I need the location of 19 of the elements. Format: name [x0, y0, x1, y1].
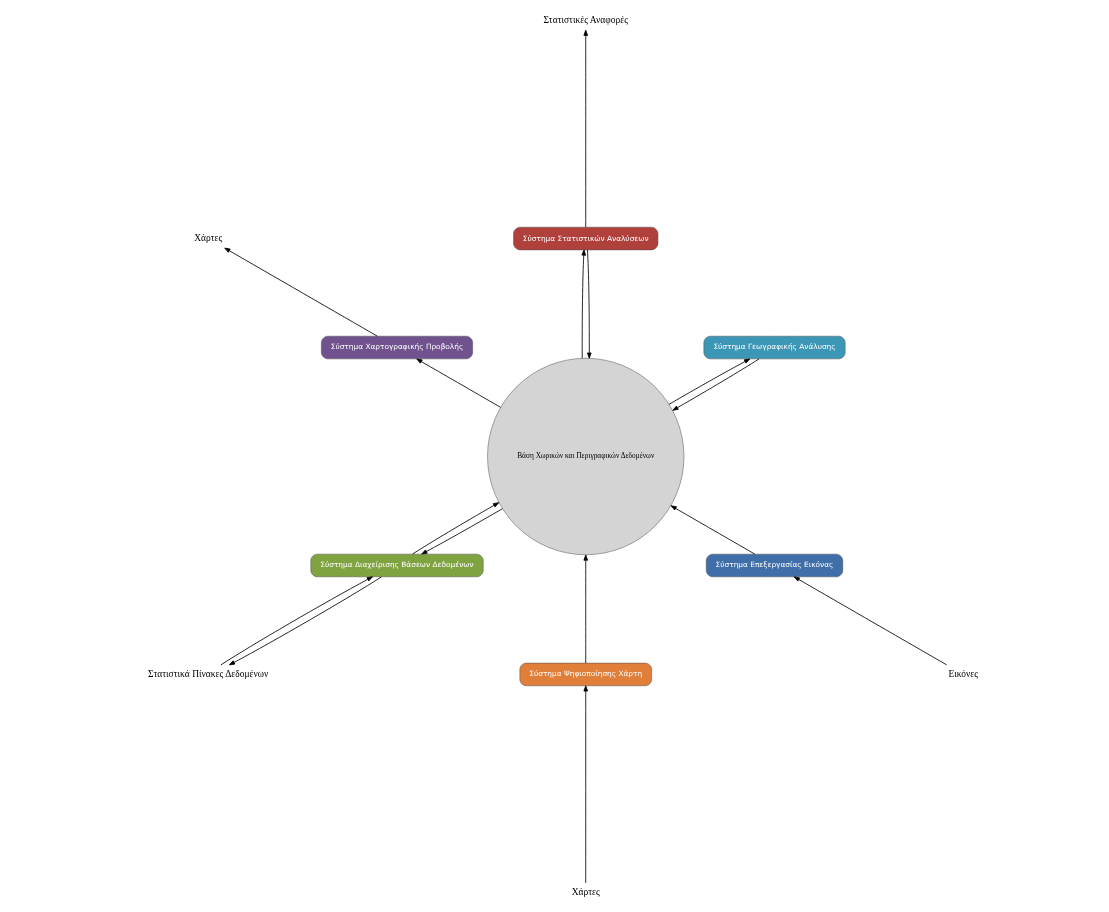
arrow [583, 29, 588, 228]
arrow [421, 507, 503, 554]
arrow [412, 501, 500, 554]
arrow [587, 249, 592, 359]
arrow [672, 358, 760, 411]
arrow [583, 684, 588, 883]
arrow [793, 575, 948, 665]
arrow [670, 504, 756, 555]
node-circle: Βάση Χωρικών και Περιγραφικών Δεδομένων [487, 357, 685, 555]
node-text: Εικόνες [948, 668, 979, 679]
node-text: Χάρτες [194, 232, 223, 243]
arrow [668, 358, 751, 405]
arrow [416, 358, 502, 408]
node-text: Στατιστικές Αναφορές [543, 14, 628, 25]
node-text: Χάρτες [571, 886, 600, 897]
node-text: Στατιστικά Πίνακες Δεδομένων [148, 668, 269, 679]
arrow [224, 247, 378, 337]
arrow [581, 249, 586, 359]
arrow [583, 554, 588, 663]
